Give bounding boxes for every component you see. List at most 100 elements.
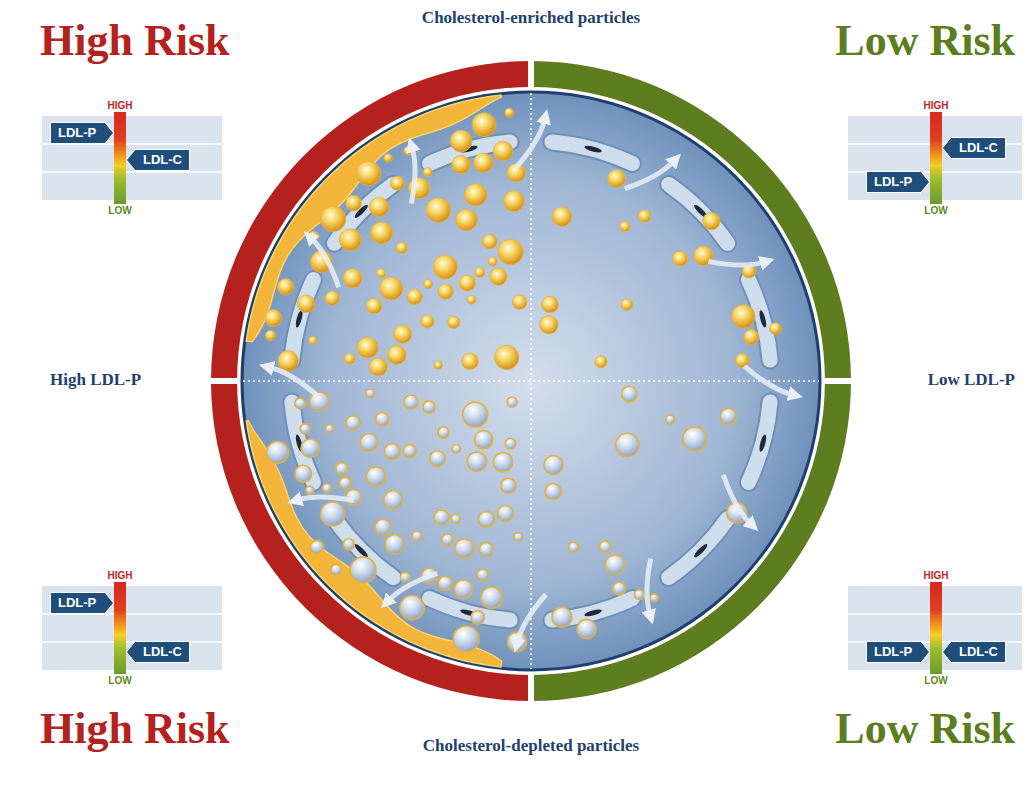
- enriched-particle: [356, 161, 380, 185]
- marker-tag: LDL-P: [50, 122, 114, 144]
- cell-body: [552, 142, 633, 164]
- depleted-particle: [438, 576, 452, 590]
- depleted-particle: [683, 427, 707, 451]
- enriched-particle: [320, 206, 345, 231]
- enriched-particle: [344, 353, 355, 364]
- risk-gauge: HIGH LOW LDL-P LDL-C: [848, 570, 1022, 688]
- depleted-particle: [451, 515, 460, 524]
- depleted-particle: [423, 401, 435, 413]
- gauge-divider: [42, 171, 222, 173]
- marker-tag: LDL-C: [942, 137, 1006, 159]
- cell-body: [292, 280, 314, 361]
- gauge-scale-label: LOW: [924, 675, 947, 687]
- depleted-particle: [385, 535, 404, 554]
- depleted-particle: [455, 539, 474, 558]
- depleted-particle: [453, 626, 479, 652]
- gauge-scale-label: LOW: [108, 675, 131, 687]
- depleted-particle: [545, 484, 561, 500]
- marker-label: LDL-P: [874, 641, 912, 663]
- enriched-particle: [474, 153, 493, 172]
- risk-heading: Low Risk: [835, 704, 1015, 755]
- enriched-particle: [325, 291, 339, 305]
- enriched-particle: [343, 269, 362, 288]
- axis-label: High LDL-P: [50, 370, 141, 390]
- enriched-particle: [673, 251, 688, 266]
- flow-arrow: [311, 238, 338, 287]
- cell-nucleus: [584, 608, 603, 617]
- depleted-particle: [477, 569, 488, 580]
- enriched-particle: [608, 170, 626, 188]
- flow-arrow: [708, 261, 764, 265]
- depleted-particle: [326, 425, 334, 433]
- gauge-panel: [42, 116, 222, 200]
- depleted-particle: [346, 416, 360, 430]
- enriched-particle: [387, 345, 406, 364]
- risk-gauge: HIGHLOWLDL-CLDL-P: [848, 100, 1022, 218]
- marker-label: LDL-C: [143, 149, 182, 171]
- depleted-particle: [467, 452, 486, 471]
- depleted-particle: [384, 444, 400, 460]
- marker-label: LDL-P: [58, 592, 96, 614]
- enriched-particle: [505, 108, 514, 117]
- depleted-particle: [306, 486, 314, 494]
- depleted-particle: [634, 590, 644, 600]
- depleted-particle: [343, 539, 354, 550]
- axis-label: Cholesterol-enriched particles: [422, 8, 640, 28]
- depleted-particle: [577, 619, 596, 638]
- depleted-particle: [616, 433, 639, 456]
- depleted-particle: [478, 511, 494, 527]
- marker-label: LDL-C: [959, 137, 998, 159]
- enriched-particle: [452, 155, 470, 173]
- depleted-particle: [454, 580, 472, 598]
- cell-outline: [669, 184, 728, 243]
- risk-heading: Low Risk: [835, 16, 1015, 67]
- enriched-particle: [475, 267, 485, 277]
- flow-arrow: [625, 161, 674, 188]
- depleted-particle: [412, 531, 422, 541]
- enriched-particle: [438, 284, 453, 299]
- depleted-particle: [442, 534, 454, 546]
- cell-body: [669, 184, 728, 243]
- depleted-particle: [599, 541, 610, 552]
- enriched-particle: [278, 279, 294, 295]
- marker-tag: LDL-P: [50, 592, 114, 614]
- marker-label: LDL-C: [959, 641, 998, 663]
- enriched-particle: [394, 325, 412, 343]
- enriched-particle: [366, 298, 382, 314]
- enriched-particle: [380, 277, 403, 300]
- depleted-particle: [605, 555, 625, 575]
- flow-arrows: [269, 119, 792, 642]
- marker-label: LDL-P: [58, 122, 96, 144]
- enriched-particle: [396, 242, 407, 253]
- risk-gauge: HIGHLOWLDL-PLDL-C: [42, 570, 222, 688]
- depleted-particle: [463, 402, 488, 427]
- gauge-scale-label: LOW: [108, 205, 131, 217]
- depleted-particle: [505, 438, 516, 449]
- depleted-particle: [322, 484, 331, 493]
- depleted-particle: [497, 505, 513, 521]
- depleted-particle: [336, 463, 348, 475]
- depleted-particle: [300, 424, 310, 434]
- enriched-particle: [542, 296, 559, 313]
- depleted-particle: [481, 587, 502, 608]
- gauge-scale-label: HIGH: [924, 570, 949, 582]
- enriched-particle: [459, 275, 475, 291]
- depleted-particle: [295, 398, 306, 409]
- enriched-particle: [456, 209, 478, 231]
- marker-tag: LDL-C: [942, 641, 1006, 663]
- enriched-particle: [424, 280, 433, 289]
- depleted-particle: [650, 594, 658, 602]
- depleted-particle: [384, 491, 403, 510]
- flow-arrow: [269, 367, 317, 396]
- gauge-divider: [42, 641, 222, 643]
- flow-arrow: [298, 497, 354, 501]
- enriched-particle: [407, 289, 422, 304]
- depleted-particle: [471, 611, 485, 625]
- enriched-particle: [504, 191, 525, 212]
- cell-nucleus: [294, 310, 303, 329]
- enriched-particle: [346, 195, 362, 211]
- risk-heading: High Risk: [40, 16, 230, 67]
- enriched-particle: [423, 168, 432, 177]
- enriched-particle: [494, 345, 518, 369]
